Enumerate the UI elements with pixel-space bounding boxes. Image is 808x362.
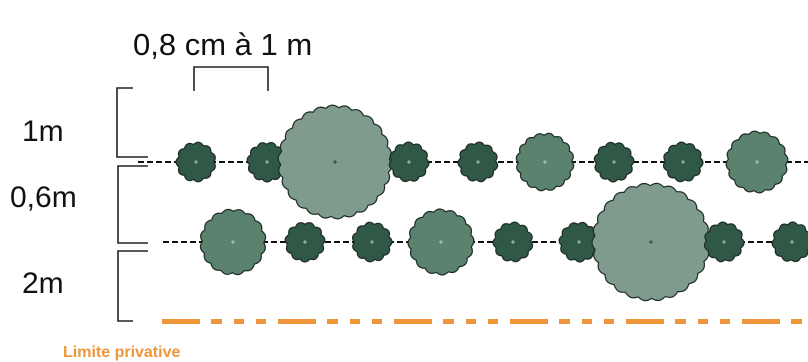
small-plant xyxy=(662,141,704,183)
plant-center-mark xyxy=(476,160,480,164)
small-plant xyxy=(771,221,808,263)
boundary-dash xyxy=(791,319,802,324)
plant-center-mark xyxy=(790,240,794,244)
small-plant xyxy=(457,141,499,183)
medium-plant xyxy=(407,208,475,276)
boundary-dash xyxy=(604,319,614,324)
large-plant xyxy=(591,182,711,302)
boundary-dash xyxy=(626,319,664,324)
boundary-dash xyxy=(742,319,780,324)
plant-center-mark xyxy=(511,240,515,244)
row-spacing-label-0-6m: 0,6m xyxy=(10,181,77,214)
boundary-dash xyxy=(372,319,382,324)
small-plant xyxy=(492,221,534,263)
small-plant xyxy=(388,141,430,183)
plant-center-mark xyxy=(577,240,581,244)
plant-center-mark xyxy=(681,160,685,164)
vertical-spacing-brackets xyxy=(116,87,148,322)
boundary-dash xyxy=(443,319,454,324)
boundary-dash xyxy=(466,319,476,324)
boundary-dash xyxy=(720,319,730,324)
boundary-label: Limite privative xyxy=(63,344,180,361)
private-boundary-line xyxy=(162,319,802,324)
small-plant xyxy=(593,141,635,183)
plant-center-mark xyxy=(649,240,653,244)
spacing-title: 0,8 cm à 1 m xyxy=(133,27,312,62)
boundary-dash xyxy=(698,319,708,324)
medium-plant xyxy=(725,130,789,194)
plant-spacing-bracket xyxy=(193,66,269,91)
plant-center-mark xyxy=(333,160,337,164)
boundary-dash xyxy=(559,319,570,324)
medium-plant xyxy=(515,132,575,192)
plant-center-mark xyxy=(370,240,374,244)
boundary-dash xyxy=(256,319,266,324)
boundary-dash xyxy=(234,319,244,324)
plant-center-mark xyxy=(407,160,411,164)
plant-center-mark xyxy=(612,160,616,164)
plant-center-mark xyxy=(303,240,307,244)
boundary-dash xyxy=(488,319,498,324)
boundary-dash xyxy=(510,319,548,324)
plant-center-mark xyxy=(439,240,443,244)
small-plant xyxy=(703,221,745,263)
boundary-dash xyxy=(350,319,360,324)
boundary-dash xyxy=(211,319,222,324)
boundary-dash xyxy=(162,319,200,324)
boundary-dash xyxy=(394,319,432,324)
plant-center-mark xyxy=(265,160,269,164)
hedge-plants xyxy=(175,104,808,302)
large-plant xyxy=(277,104,393,220)
plant-center-mark xyxy=(543,160,547,164)
boundary-dash xyxy=(675,319,686,324)
plant-center-mark xyxy=(194,160,198,164)
plant-center-mark xyxy=(231,240,235,244)
plant-center-mark xyxy=(722,240,726,244)
row-spacing-label-2m: 2m xyxy=(22,267,64,300)
small-plant xyxy=(351,221,393,263)
boundary-dash xyxy=(278,319,316,324)
boundary-dash xyxy=(582,319,592,324)
small-plant xyxy=(284,222,326,263)
medium-plant xyxy=(199,208,267,276)
small-plant xyxy=(175,141,216,183)
plant-center-mark xyxy=(755,160,759,164)
row-spacing-label-1m: 1m xyxy=(22,115,64,148)
boundary-dash xyxy=(327,319,338,324)
